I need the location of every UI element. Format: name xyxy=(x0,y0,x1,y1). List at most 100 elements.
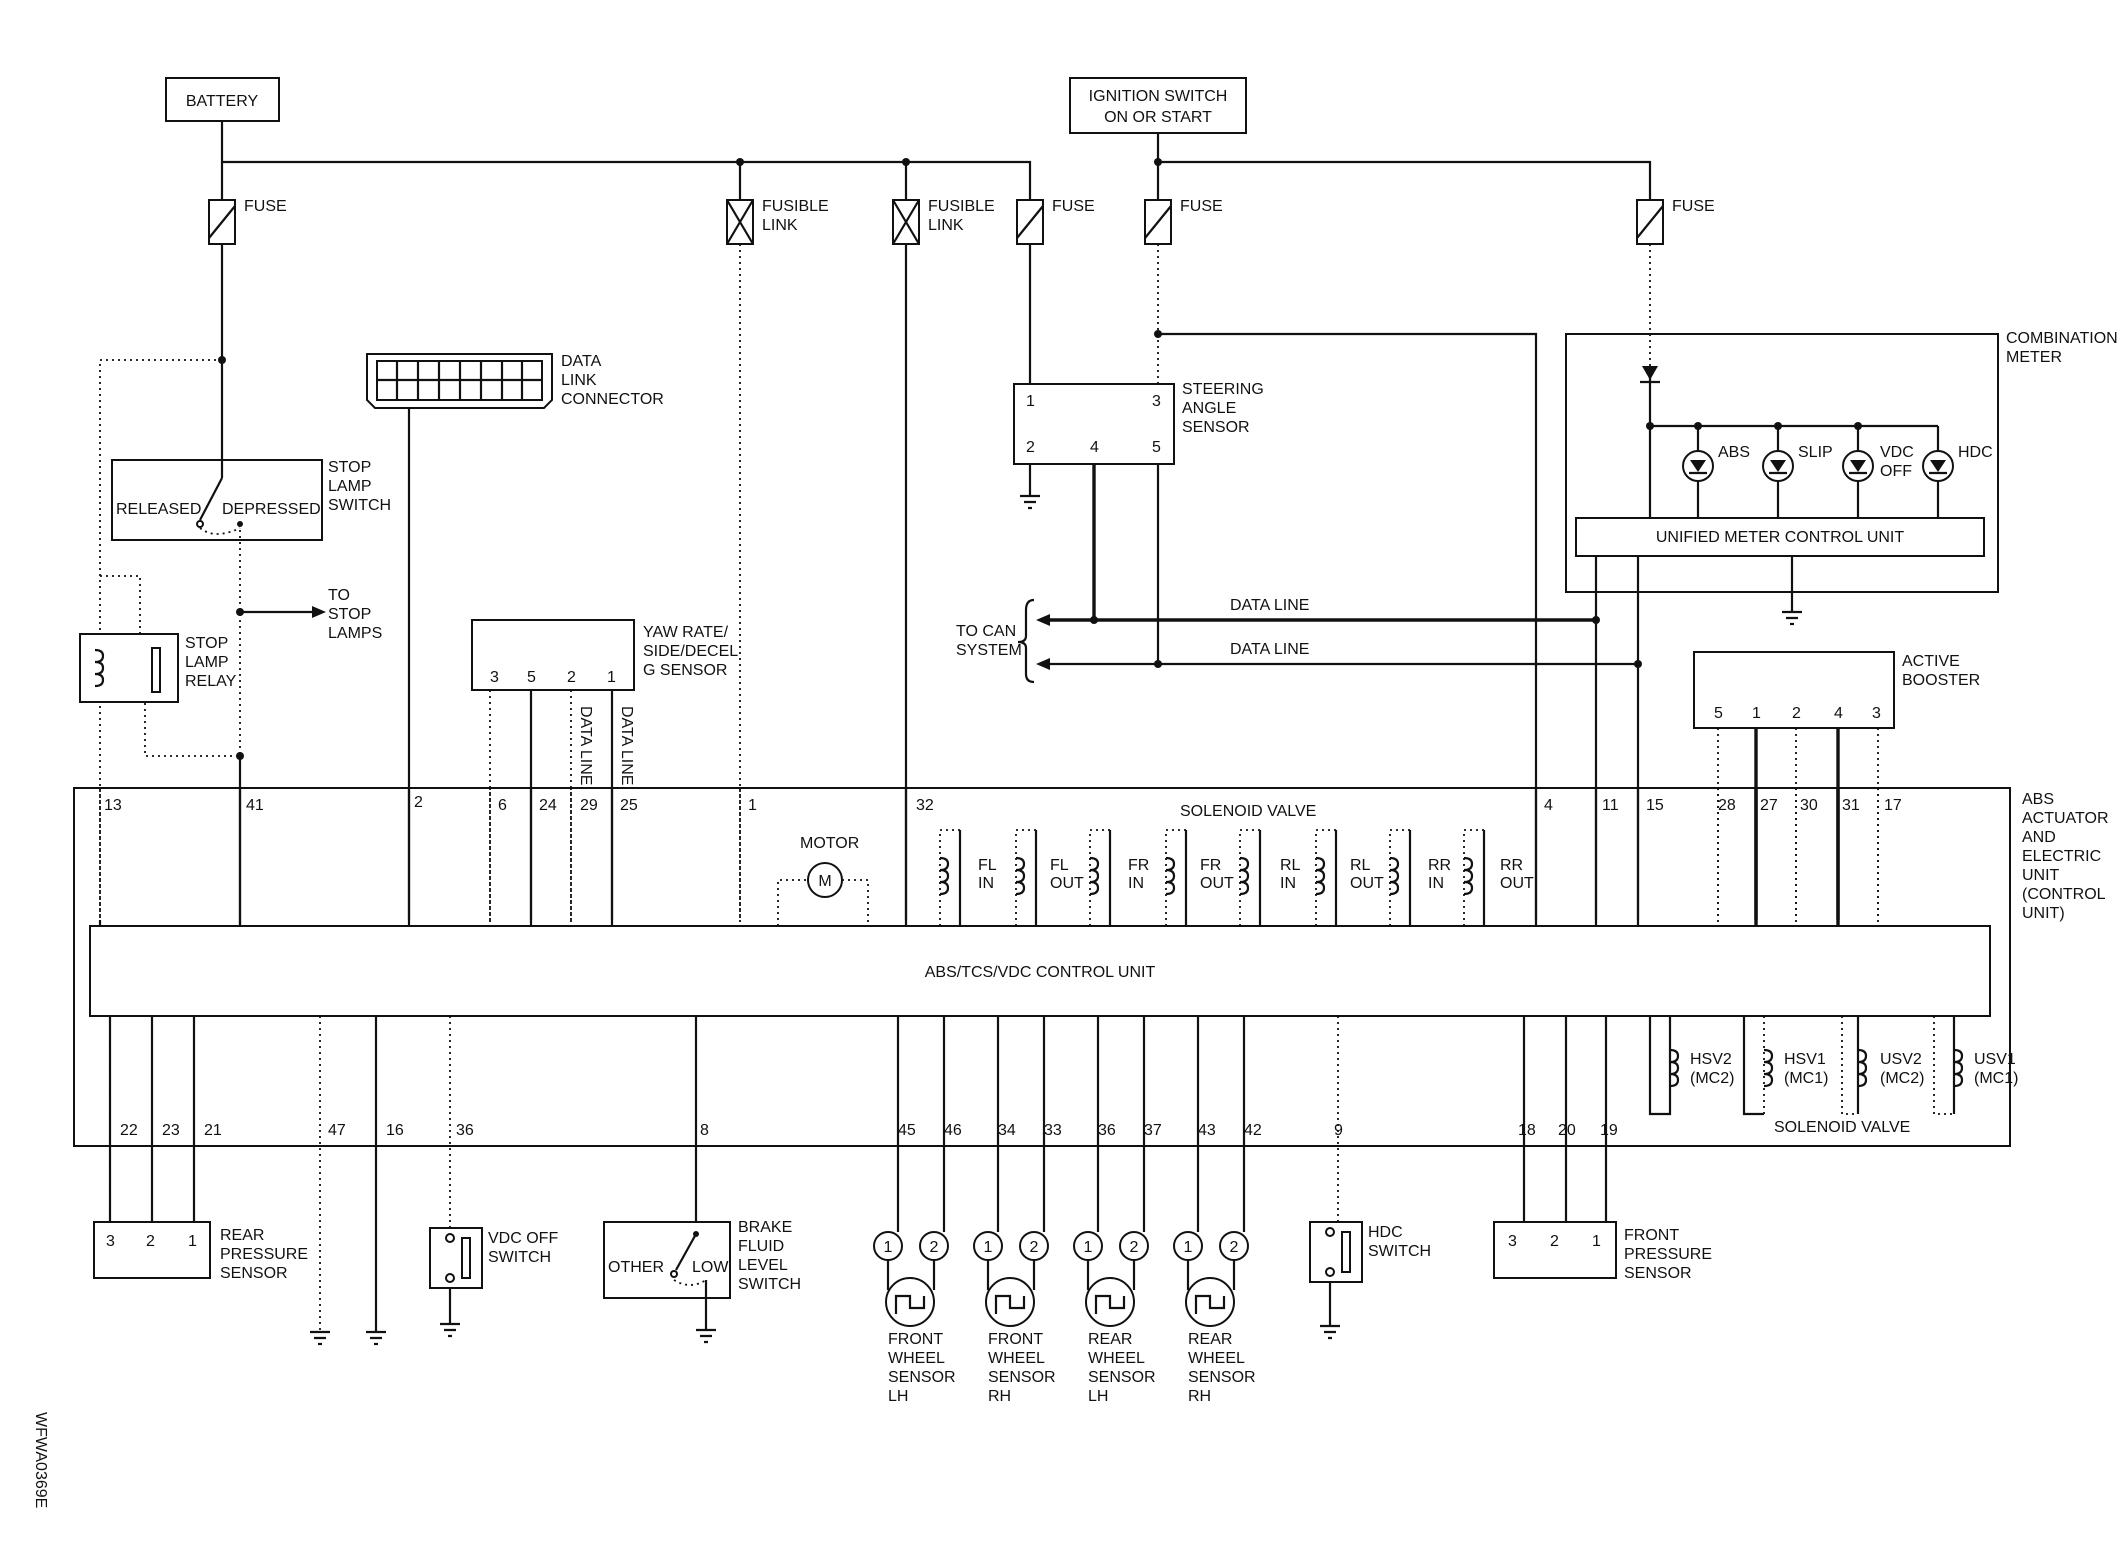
rps-pin: 1 xyxy=(188,1233,197,1250)
pin: 28 xyxy=(1718,797,1736,814)
sas-label-2: ANGLE xyxy=(1182,400,1236,417)
hdc-switch: HDC SWITCH xyxy=(1309,1221,1431,1283)
bfs-label-1: BRAKE xyxy=(738,1219,792,1236)
pin: 18 xyxy=(1518,1122,1536,1139)
relay-label-1: STOP xyxy=(185,635,228,652)
valve-label: IN xyxy=(1128,875,1144,892)
pin: 1 xyxy=(748,797,757,814)
pin: 16 xyxy=(386,1122,404,1139)
fps-label-2: PRESSURE xyxy=(1624,1246,1712,1263)
fps-label-3: SENSOR xyxy=(1624,1265,1692,1282)
fr-label-1: FRONT xyxy=(988,1331,1043,1348)
front-pressure-sensor: 3 2 1 FRONT PRESSURE SENSOR xyxy=(1493,1221,1712,1282)
unified-meter-control-unit: UNIFIED METER CONTROL UNIT xyxy=(1656,529,1905,546)
hdc-switch-label-1: HDC xyxy=(1368,1224,1403,1241)
pin: 45 xyxy=(898,1122,916,1139)
fps-pin: 3 xyxy=(1508,1233,1517,1250)
relay-label-3: RELAY xyxy=(185,673,237,690)
rps-label-3: SENSOR xyxy=(220,1265,288,1282)
data-link-connector: DATA LINK CONNECTOR xyxy=(366,353,664,409)
ground-pin-16 xyxy=(366,1330,386,1346)
booster-label-2: BOOSTER xyxy=(1902,672,1980,689)
active-booster: 5 1 2 4 3 ACTIVE BOOSTER xyxy=(1693,651,1980,729)
valve-label: RL xyxy=(1280,857,1301,874)
to-stop-lamps-1: TO xyxy=(328,587,350,604)
low-label: LOW xyxy=(692,1259,729,1276)
sls-label-1: STOP xyxy=(328,459,371,476)
valve-label: HSV2 xyxy=(1690,1051,1732,1068)
fuse-steering: FUSE xyxy=(1016,198,1095,245)
fuse-meter: FUSE xyxy=(1636,198,1715,245)
pin: 37 xyxy=(1144,1122,1162,1139)
valve-label: FR xyxy=(1128,857,1149,874)
ws-pin: 2 xyxy=(1130,1239,1139,1256)
fusible-label-2: LINK xyxy=(928,217,964,234)
valve-label: (MC1) xyxy=(1974,1070,2018,1087)
valve-label: OUT xyxy=(1050,875,1084,892)
rps-label-1: REAR xyxy=(220,1227,264,1244)
stop-lamp-switch: RELEASED DEPRESSED STOP LAMP SWITCH xyxy=(111,459,391,541)
fusible-label-2: LINK xyxy=(762,217,798,234)
sls-label-3: SWITCH xyxy=(328,497,391,514)
vdc-off-switch: VDC OFF SWITCH xyxy=(429,1227,558,1289)
pin: 19 xyxy=(1600,1122,1618,1139)
ground-vdc xyxy=(440,1322,460,1338)
battery-box: BATTERY xyxy=(165,77,280,122)
ws-pin: 2 xyxy=(930,1239,939,1256)
sas-pin: 4 xyxy=(1090,439,1099,456)
pin: 36 xyxy=(456,1122,474,1139)
relay-label-2: LAMP xyxy=(185,654,229,671)
valve-label: FR xyxy=(1200,857,1221,874)
motor-label: MOTOR xyxy=(800,835,859,852)
abs-bottom-pins: 22 23 21 47 16 36 8 45 46 34 33 36 37 43… xyxy=(120,1122,1618,1139)
rear-pressure-sensor: 3 2 1 REAR PRESSURE SENSOR xyxy=(93,1221,308,1282)
fusible-link-2: FUSIBLE LINK xyxy=(892,198,995,245)
yaw-label-3: G SENSOR xyxy=(643,662,727,679)
valve-label: OUT xyxy=(1200,875,1234,892)
fps-pin: 1 xyxy=(1592,1233,1601,1250)
pin: 22 xyxy=(120,1122,138,1139)
battery-label: BATTERY xyxy=(186,93,259,110)
rr-label-1: REAR xyxy=(1188,1331,1232,1348)
fuse-label: FUSE xyxy=(1180,198,1223,215)
pin: 34 xyxy=(998,1122,1016,1139)
ws-pin: 2 xyxy=(1030,1239,1039,1256)
rr-label-4: RH xyxy=(1188,1388,1211,1405)
pin: 21 xyxy=(204,1122,222,1139)
pin: 2 xyxy=(414,794,423,811)
solenoid-valve-label-top: SOLENOID VALVE xyxy=(1180,803,1316,820)
pin: 32 xyxy=(916,797,934,814)
valve-label: RL xyxy=(1350,857,1371,874)
rear-wheel-sensor-lh: 1 2 REAR WHEEL SENSOR LH xyxy=(1073,1231,1156,1405)
ignition-switch-box: IGNITION SWITCH ON OR START xyxy=(1069,77,1247,134)
pin: 6 xyxy=(498,797,507,814)
data-line-label-1: DATA LINE xyxy=(1230,597,1309,614)
abs-top-pins: 13 41 2 6 24 29 25 1 32 4 11 15 28 27 30… xyxy=(104,794,1902,814)
sas-label-3: SENSOR xyxy=(1182,419,1250,436)
data-line-vertical-1: DATA LINE xyxy=(577,706,594,785)
pin: 27 xyxy=(1760,797,1778,814)
abs-actuator-unit: ABS ACTUATOR AND ELECTRIC UNIT (CONTROL … xyxy=(73,787,2109,1147)
sas-pin: 2 xyxy=(1026,439,1035,456)
fuse-label: FUSE xyxy=(244,198,287,215)
other-label: OTHER xyxy=(608,1259,664,1276)
steering-angle-sensor: 1 3 2 4 5 STEERING ANGLE SENSOR xyxy=(1013,381,1264,465)
ground-pin-47 xyxy=(310,1330,330,1346)
valve-label: (MC1) xyxy=(1784,1070,1828,1087)
valve-label: HSV1 xyxy=(1784,1051,1826,1068)
fps-pin: 2 xyxy=(1550,1233,1559,1250)
bfs-label-4: SWITCH xyxy=(738,1276,801,1293)
ground-hdc xyxy=(1320,1324,1340,1340)
ws-pin: 1 xyxy=(1184,1239,1193,1256)
valve-fl-in: FL IN xyxy=(939,829,997,926)
pin: 41 xyxy=(246,797,264,814)
vdc-off-lamp-label: OFF xyxy=(1880,463,1912,480)
pin: 13 xyxy=(104,797,122,814)
cm-label-1: COMBINATION xyxy=(2006,330,2118,347)
rear-wheel-sensor-rh: 1 2 REAR WHEEL SENSOR RH xyxy=(1173,1231,1256,1405)
sas-pin: 1 xyxy=(1026,393,1035,410)
brake-fluid-level-switch: OTHER LOW BRAKE FLUID LEVEL SWITCH xyxy=(603,1219,801,1299)
booster-pin: 2 xyxy=(1792,705,1801,722)
valve-label: USV2 xyxy=(1880,1051,1922,1068)
pin: 42 xyxy=(1244,1122,1262,1139)
